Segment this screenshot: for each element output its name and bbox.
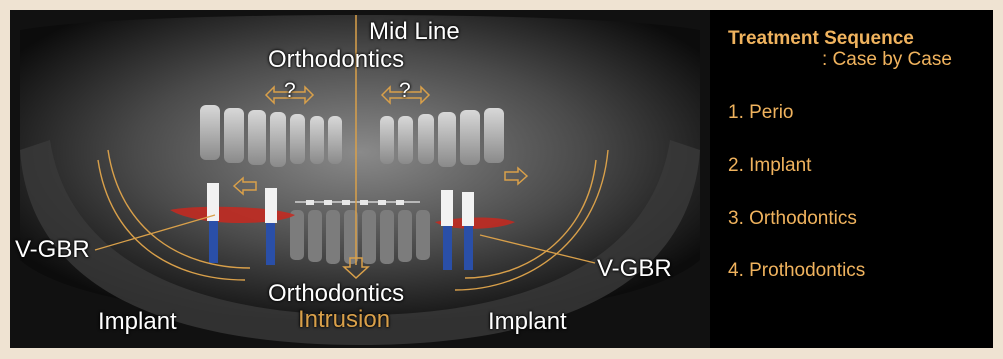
implant-right-label: Implant xyxy=(488,310,567,334)
slide: Mid Line Orthodontics ? ? V-GBR V-GBR Or… xyxy=(10,10,993,348)
step-item: 4. Prothodontics xyxy=(728,260,865,282)
panel-title: Treatment Sequence xyxy=(728,28,914,50)
intrusion-label: Intrusion xyxy=(298,308,390,332)
orthodontics-bottom-label: Orthodontics xyxy=(268,282,404,306)
vgbr-left-label: V-GBR xyxy=(15,238,90,262)
step-item: 3. Orthodontics xyxy=(728,208,857,230)
step-item: 1. Perio xyxy=(728,102,793,124)
orthodontics-top-label: Orthodontics xyxy=(268,48,404,72)
question-mark-right: ? xyxy=(399,80,411,101)
vgbr-right-label: V-GBR xyxy=(597,257,672,281)
panel-subtitle: : Case by Case xyxy=(822,49,952,71)
question-mark-left: ? xyxy=(284,80,296,101)
mid-line-label: Mid Line xyxy=(369,20,460,44)
step-item: 2. Implant xyxy=(728,155,811,177)
implant-left-label: Implant xyxy=(98,310,177,334)
